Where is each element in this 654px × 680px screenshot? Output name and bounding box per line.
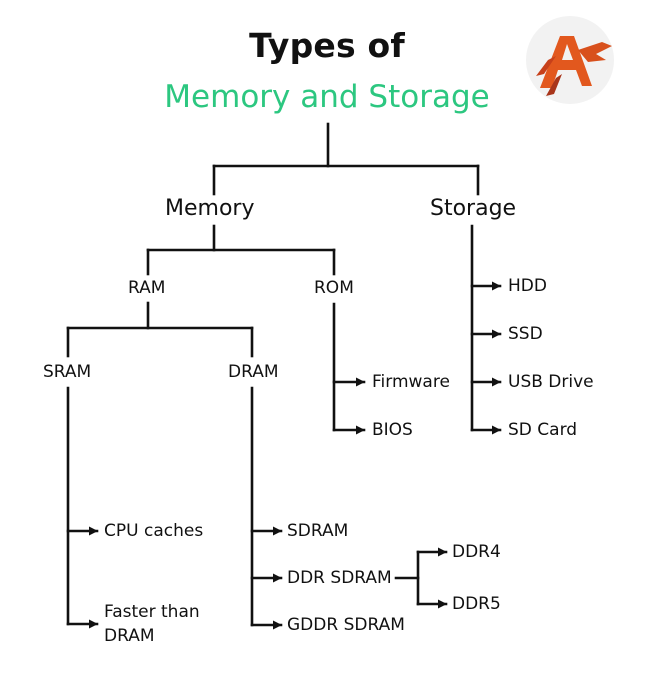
title-line-2: Memory and Storage — [164, 79, 490, 115]
node-dram: DRAM — [228, 362, 279, 382]
node-ddr4: DDR4 — [452, 542, 501, 562]
node-ssd: SSD — [508, 324, 543, 344]
brand-logo — [526, 16, 614, 104]
node-ddr5: DDR5 — [452, 594, 501, 614]
node-storage: Storage — [430, 196, 517, 221]
node-faster-than-dram-line1: Faster than — [104, 602, 200, 622]
node-hdd: HDD — [508, 276, 547, 296]
node-ddr-sdram: DDR SDRAM — [287, 568, 392, 588]
node-faster-than-dram-line2: DRAM — [104, 626, 155, 646]
node-bios: BIOS — [372, 420, 413, 440]
node-cpu-caches: CPU caches — [104, 521, 204, 541]
node-memory: Memory — [165, 196, 255, 221]
node-sram: SRAM — [43, 362, 92, 382]
flaming-a-logo-icon — [536, 36, 612, 96]
node-firmware: Firmware — [372, 372, 450, 392]
node-gddr-sdram: GDDR SDRAM — [287, 615, 405, 635]
node-usb-drive: USB Drive — [508, 372, 594, 392]
node-sdram: SDRAM — [287, 521, 349, 541]
node-rom: ROM — [314, 278, 354, 298]
title-line-1: Types of — [249, 26, 405, 65]
node-sd-card: SD Card — [508, 420, 578, 440]
node-ram: RAM — [128, 278, 166, 298]
